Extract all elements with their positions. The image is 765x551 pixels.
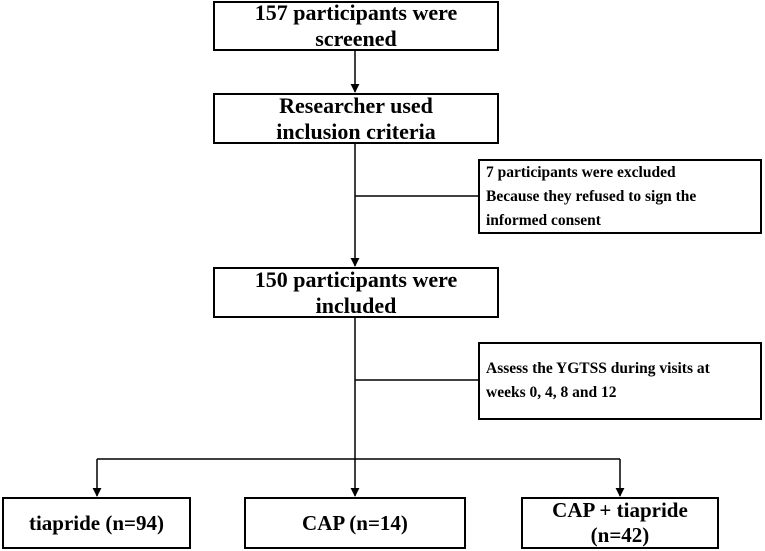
box-combo-line-2: (n=42) xyxy=(590,523,650,547)
box-tiapride: tiapride (n=94) xyxy=(2,497,191,549)
box-cap-tiapride: CAP + tiapride (n=42) xyxy=(521,497,719,549)
box-assess-line-1: Assess the YGTSS during visits at xyxy=(486,360,710,377)
box-assess-ygtss: Assess the YGTSS during visits at weeks … xyxy=(478,342,762,420)
box-criteria-line-2: inclusion criteria xyxy=(276,118,436,144)
box-excluded: 7 participants were excluded Because the… xyxy=(478,159,762,234)
box-excluded-line-3: informed consent xyxy=(486,211,601,229)
box-screened-line-1: 157 participants were xyxy=(254,0,458,25)
box-cap-line-1: CAP (n=14) xyxy=(302,510,408,535)
box-inclusion-criteria: Researcher used inclusion criteria xyxy=(213,93,499,144)
box-combo-line-1: CAP + tiapride xyxy=(552,498,688,522)
box-assess-line-2: weeks 0, 4, 8 and 12 xyxy=(486,384,617,401)
box-included: 150 participants were included xyxy=(213,267,499,318)
box-excluded-line-1: 7 participants were excluded xyxy=(486,163,676,181)
box-criteria-line-1: Researcher used xyxy=(279,92,433,118)
box-included-line-2: included xyxy=(315,292,397,318)
box-included-line-1: 150 participants were xyxy=(254,266,458,292)
box-cap: CAP (n=14) xyxy=(244,497,466,549)
box-tiapride-line-1: tiapride (n=94) xyxy=(28,510,165,535)
box-excluded-line-2: Because they refused to sign the xyxy=(486,187,697,205)
box-screened: 157 participants were screened xyxy=(213,0,499,51)
box-screened-line-2: screened xyxy=(315,26,397,51)
